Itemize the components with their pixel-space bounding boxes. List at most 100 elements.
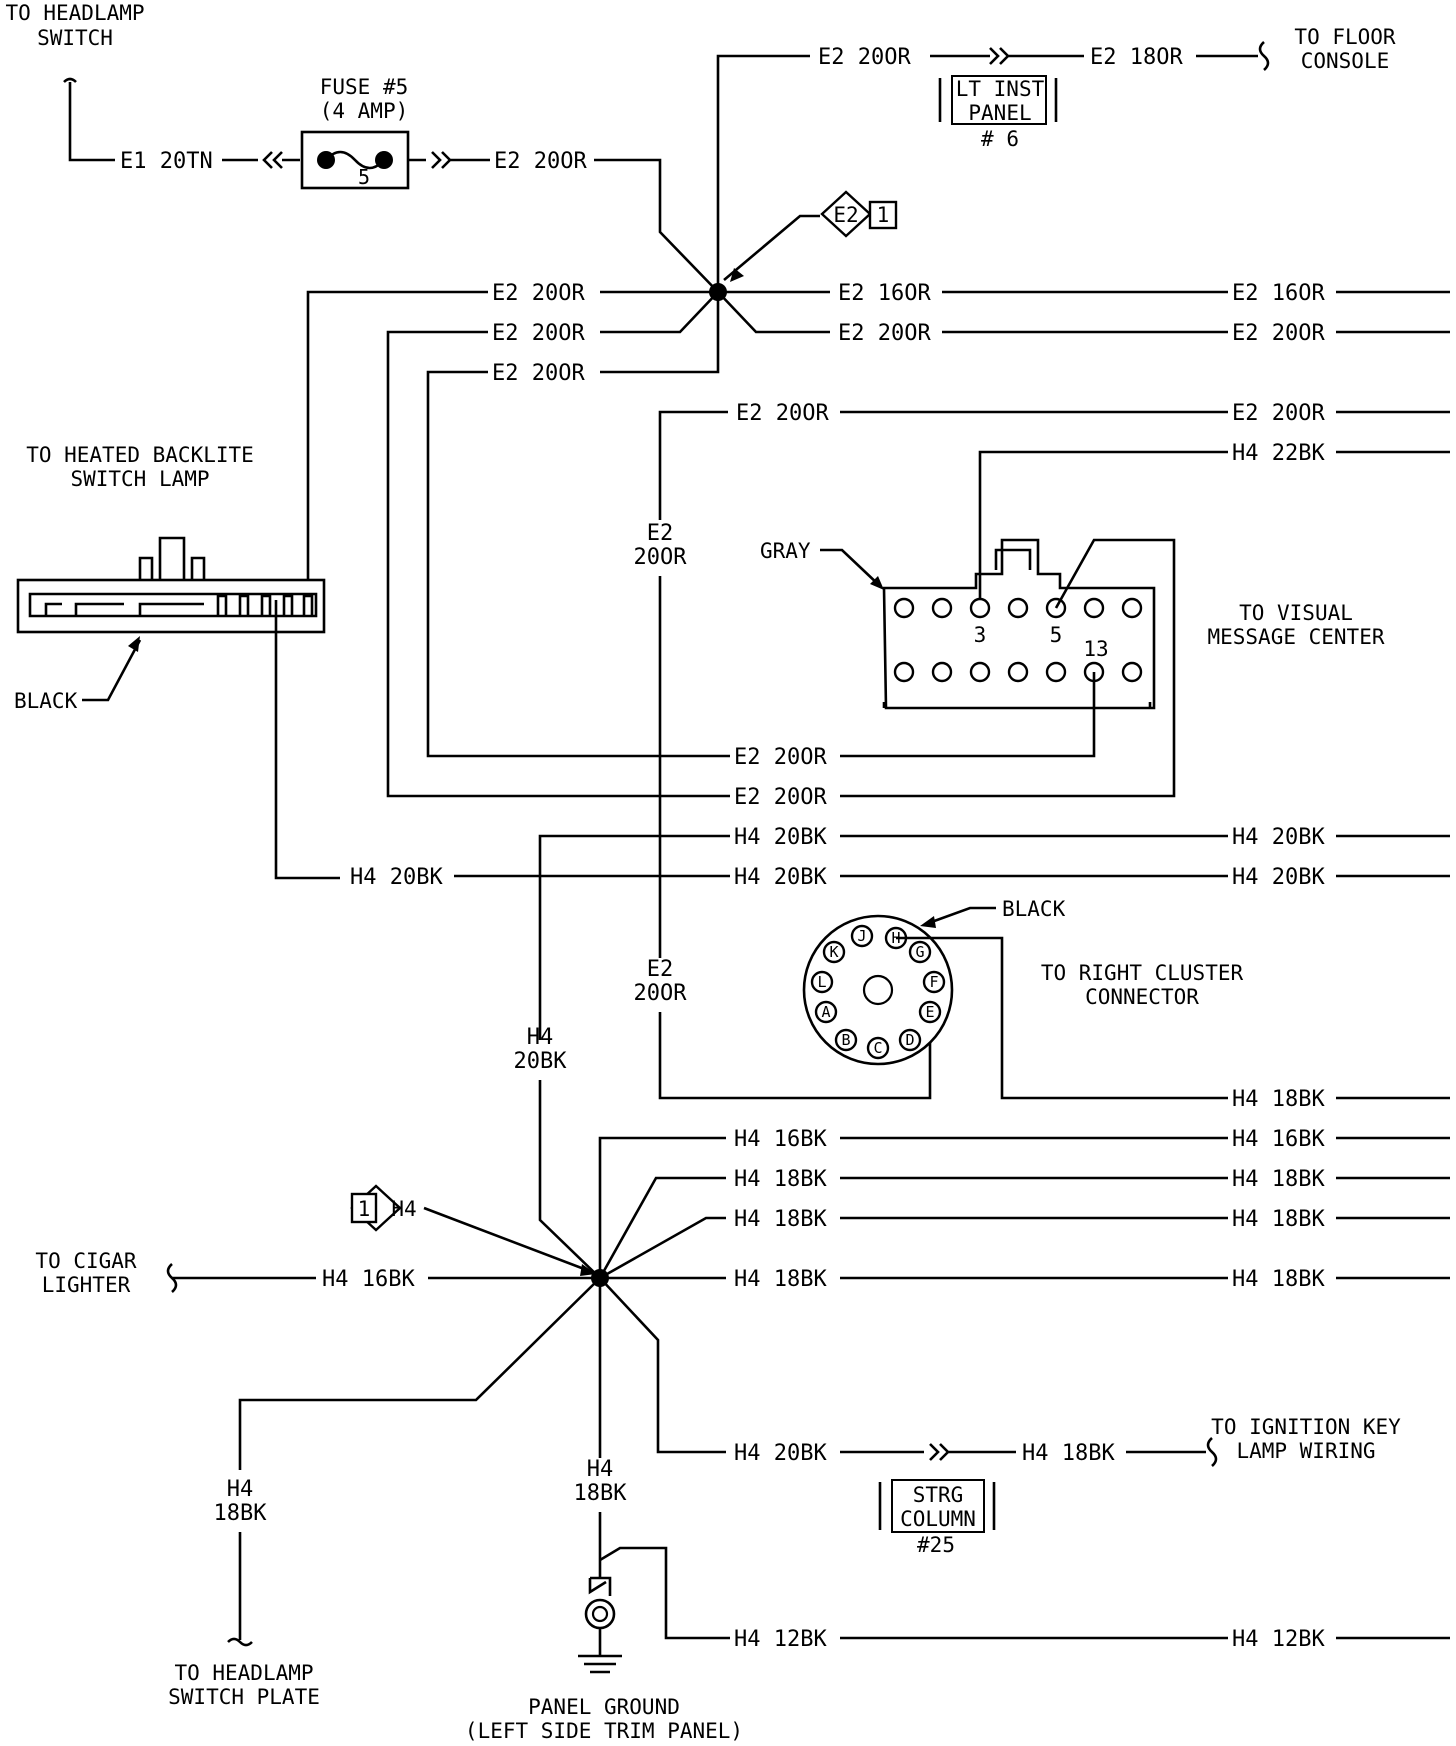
wire-to-cigar-lighter [166,1263,316,1293]
cigar-lighter-label: TO CIGAR [35,1249,137,1273]
wire-label-h4-20bk: H4 20BK [1232,865,1325,890]
splice-h4-number: 1 [358,1197,371,1221]
wire-label-20or: 20OR [634,981,688,1006]
cluster-pin-c [866,1036,890,1060]
wire-label-h4-18bk: H4 18BK [1022,1441,1115,1466]
wire-label-h4-12bk: H4 12BK [1232,1627,1325,1652]
wire-label-e2-20or: E2 20OR [492,321,585,346]
lt-inst-panel-box [951,75,1047,125]
wire-h4-16bk-up [598,1136,726,1278]
cluster-pin-label: A [821,1003,830,1021]
wire-label-h4-18bk: H4 18BK [1232,1267,1325,1292]
wire-e2-20or-right [717,291,830,334]
wire-end-floor-console [1196,41,1270,71]
right-cluster-label: CONNECTOR [1085,985,1199,1009]
vmc-pins-bottom [893,661,1143,683]
wire-h4-18bk-b [599,1216,726,1280]
cluster-pin-j [850,924,874,948]
to-headlamp-switch-label: TO HEADLAMP [5,1,144,25]
vmc-pins-top [893,597,1143,619]
cluster-pin-label: E [925,1003,934,1021]
wire-vmc-pin-5 [840,538,1176,798]
fuse-number: 5 [358,165,370,189]
panel-ground-label: (LEFT SIDE TRIM PANEL) [465,1719,743,1743]
ignition-label: LAMP WIRING [1236,1439,1375,1463]
splice-e2-pointer [723,214,820,281]
wire-label-h4-18bk: H4 18BK [1232,1167,1325,1192]
gray-label: GRAY [760,539,811,563]
cluster-pin-b [834,1028,858,1052]
wire-label-h4-16bk: H4 16BK [734,1127,827,1152]
fuse-rating-label: (4 AMP) [320,99,409,123]
wire-label-h4-20bk: H4 20BK [734,865,827,890]
wire-ground-h4-12bk [599,1546,730,1640]
wire-heated-backlite-h4 [274,600,340,880]
wire-h4-22bk [978,450,1228,608]
arrowhead [580,1264,596,1276]
gray-pointer [820,548,881,587]
wire-label-e2-18or: E2 18OR [1090,45,1183,70]
lt-inst-panel-number: # 6 [981,127,1019,151]
wire-label-18bk: 18BK [574,1481,628,1506]
arrowhead [920,916,936,928]
cluster-pin-a [814,1000,838,1024]
wire-label-e2-20or: E2 20OR [734,785,827,810]
cluster-pin-label: G [915,943,924,961]
wire-label-h4-18bk: H4 18BK [1232,1207,1325,1232]
wire-label-h4: H4 [227,1477,254,1502]
cluster-pin-label: C [873,1039,882,1057]
wire-label-h4-20bk: H4 20BK [350,865,443,890]
lt-inst-panel-label: LT INST [956,77,1045,101]
vmc-label: MESSAGE CENTER [1207,625,1384,649]
wire-label-h4-12bk: H4 12BK [734,1627,827,1652]
vmc-pin-3-label: 3 [974,623,987,647]
cluster-pin-e [918,1000,942,1024]
cluster-pin-l [810,970,834,994]
splice-e2-number: 1 [877,203,890,227]
cluster-pin-label: L [817,973,826,991]
splice-e2-id: E2 [833,203,858,227]
wire-to-floor-console [930,47,1084,65]
lt-inst-panel-label: PANEL [968,101,1031,125]
wire-ignition-mid [840,1443,1016,1461]
strg-column-bracket [878,1482,996,1530]
strg-column-number: #25 [917,1533,955,1557]
wire-splice-left-2 [600,291,719,334]
arrowhead [128,636,140,652]
wire-label-20bk: 20BK [514,1049,568,1074]
wire-label-e2-16or: E2 16OR [1232,281,1325,306]
black-label: BLACK [14,689,78,713]
cluster-pin-label: D [905,1031,914,1049]
fuse-element [325,150,385,170]
wire-e2-vertical [658,410,728,520]
wire-label-e1-20tn: E1 20TN [120,149,213,174]
wire-from-fuse [408,151,490,169]
strg-column-label: COLUMN [900,1507,976,1531]
headlamp-plate-label: SWITCH PLATE [168,1685,320,1709]
wire-label-e2-20or: E2 20OR [1232,401,1325,426]
heated-backlite-label: TO HEATED BACKLITE [26,443,254,467]
cluster-pin-label: B [841,1031,850,1049]
wire-splice-to-top [716,54,810,292]
wire-to-ignition [599,1277,726,1454]
cluster-pin-label: K [829,943,838,961]
wire-label-h4: H4 [527,1025,554,1050]
wire-label-h4-18bk: H4 18BK [734,1267,827,1292]
cluster-pin-label: J [857,927,866,945]
wire-ignition-end [1126,1437,1218,1467]
visual-message-center-connector [882,538,1156,710]
splice-e2-box [868,200,898,230]
wire-label-h4-18bk: H4 18BK [734,1207,827,1232]
wire-headlamp-plate-end [227,1532,253,1647]
wire-label-e2-20or: E2 20OR [492,361,585,386]
wire-label-e2-20or: E2 20OR [818,45,911,70]
cluster-pin-g [908,940,932,964]
wire-to-fuse [222,151,300,169]
fuse-label: FUSE #5 [320,75,409,99]
splice-h4-box [350,1192,378,1224]
wire-h4-18bk-a [598,1176,726,1279]
heated-backlite-label: SWITCH LAMP [70,467,209,491]
wire-to-headlamp-plate [238,1277,601,1470]
wire-to-cluster-pin-e [658,1006,932,1100]
